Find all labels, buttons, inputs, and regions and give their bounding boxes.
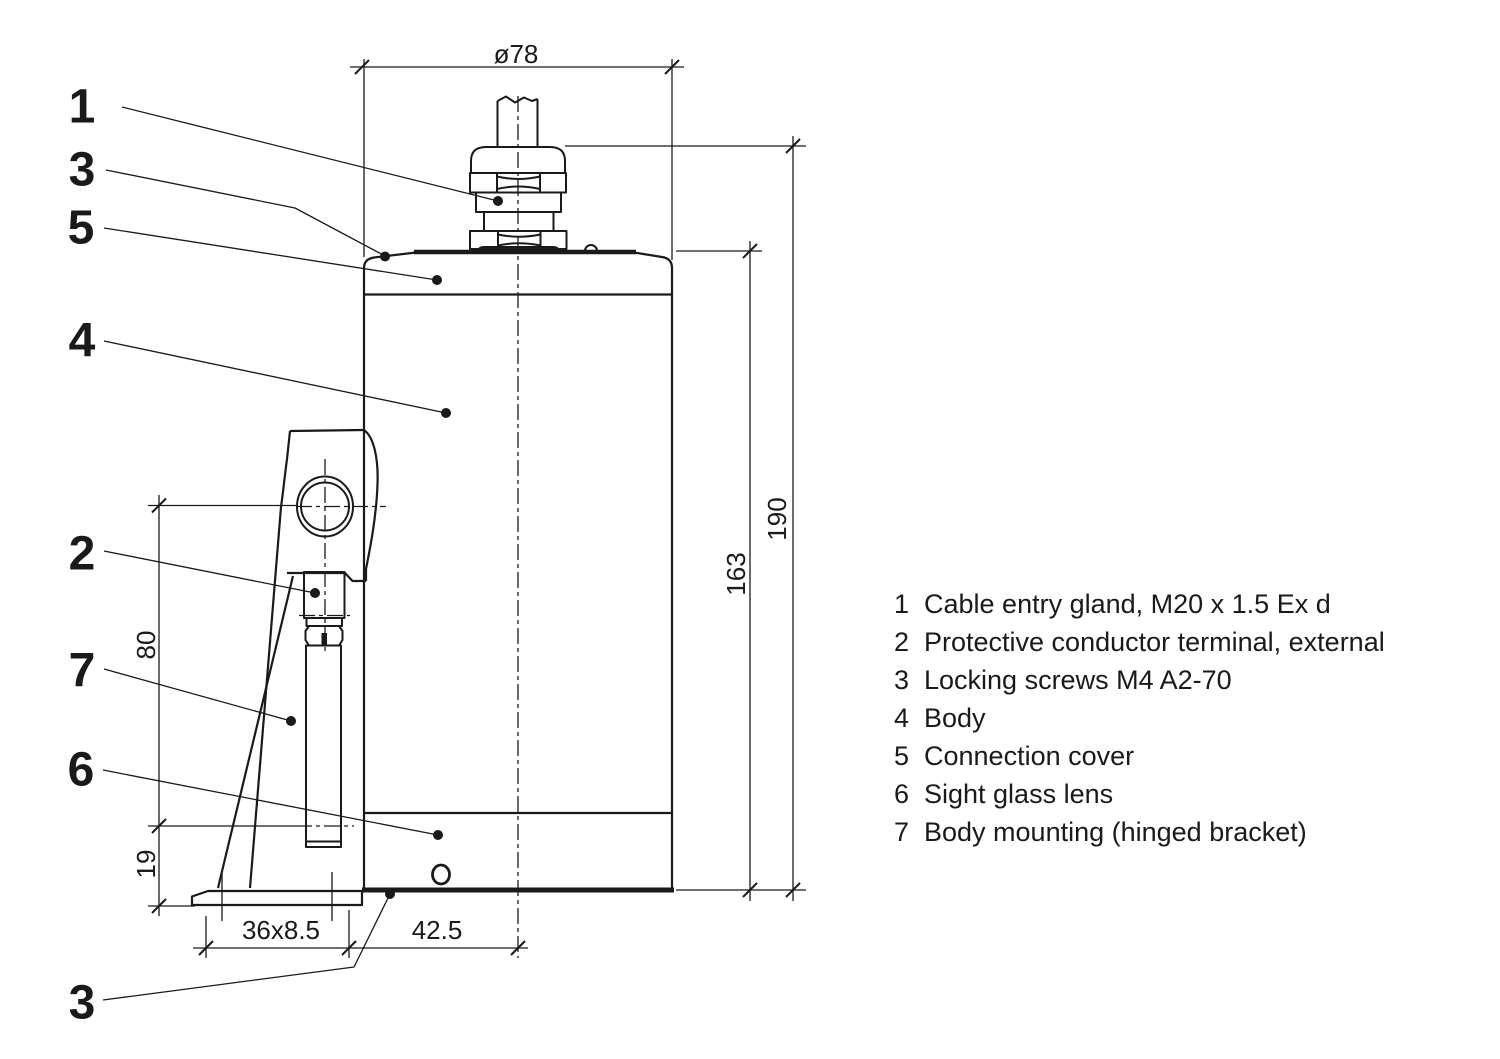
bottom-screw-circle bbox=[431, 863, 451, 886]
callout-4-body: 4 bbox=[69, 315, 96, 368]
legend-label-5: Connection cover bbox=[924, 741, 1134, 771]
bolt-washer bbox=[305, 617, 343, 627]
gland-top-nut bbox=[469, 172, 567, 194]
callout-labels: 1 3 5 4 2 7 6 3 bbox=[68, 81, 96, 1030]
hinge-hole-outer bbox=[296, 475, 354, 538]
gland-neck bbox=[483, 211, 555, 232]
leader-locking-screw-bottom bbox=[102, 893, 391, 1001]
gland-top-nut-facets bbox=[496, 173, 541, 193]
body-left-edge bbox=[362, 251, 417, 888]
body-right-edge bbox=[633, 251, 674, 888]
callout-7-body-mounting: 7 bbox=[69, 645, 96, 698]
bolt-head bbox=[303, 571, 346, 619]
gland-lower-nut bbox=[469, 230, 568, 250]
cable-gland bbox=[469, 95, 568, 252]
legend-label-1: Cable entry gland, M20 x 1.5 Ex d bbox=[924, 589, 1331, 619]
legend-label-2: Protective conductor terminal, external bbox=[924, 627, 1385, 657]
legend-num-2: 2 bbox=[894, 627, 909, 657]
leader-locking-screw-top bbox=[105, 169, 386, 257]
dim-label-diameter: ø78 bbox=[494, 39, 539, 69]
cable-break-line bbox=[497, 95, 538, 104]
legend-num-5: 5 bbox=[894, 741, 909, 771]
gland-lower-nut-facets bbox=[497, 231, 542, 249]
leader-dot-locking-screw-bottom bbox=[385, 889, 395, 899]
dim-label-19: 19 bbox=[131, 850, 161, 879]
callout-3-locking-screw-bottom: 3 bbox=[69, 977, 96, 1030]
leader-conductor-terminal bbox=[103, 550, 316, 594]
leader-body-mounting bbox=[103, 668, 292, 722]
dim-label-offset: 42.5 bbox=[412, 915, 463, 945]
leader-dot-locking-screw-top bbox=[380, 251, 390, 262]
terminal-bolt bbox=[303, 571, 346, 848]
base-plate-outline bbox=[190, 889, 364, 907]
bracket-plate-top-edge bbox=[289, 428, 365, 433]
legend-label-7: Body mounting (hinged bracket) bbox=[924, 817, 1307, 847]
bolt-rod bbox=[305, 644, 342, 848]
leader-dot-body-mounting bbox=[286, 716, 296, 726]
bracket-left-edge-and-arm bbox=[248, 430, 292, 889]
gland-dome bbox=[470, 146, 566, 173]
dim-label-80: 80 bbox=[131, 631, 161, 660]
leader-dot-cable-gland bbox=[493, 196, 503, 206]
leader-body bbox=[103, 340, 447, 414]
mounting-bracket bbox=[216, 428, 379, 889]
callout-2-conductor-terminal: 2 bbox=[69, 528, 96, 581]
leader-dot-sight-glass bbox=[433, 830, 443, 840]
legend-num-7: 7 bbox=[894, 817, 909, 847]
bolt-nut bbox=[304, 625, 344, 647]
bracket-arm-left-leg bbox=[216, 575, 295, 889]
legend-num-4: 4 bbox=[894, 703, 909, 733]
bolt-nut-slot bbox=[321, 633, 327, 646]
base-plate bbox=[190, 889, 364, 907]
bracket-plate-bottom-edge bbox=[287, 571, 366, 583]
legend: 1 Cable entry gland, M20 x 1.5 Ex d 2 Pr… bbox=[894, 589, 1385, 847]
legend-label-6: Sight glass lens bbox=[924, 779, 1113, 809]
leader-connection-cover bbox=[103, 227, 438, 281]
dimension-labels: ø78 190 163 80 19 36x8.5 42.5 bbox=[131, 39, 792, 945]
dim-label-slot: 36x8.5 bbox=[242, 915, 320, 945]
dimension-lines bbox=[148, 59, 806, 958]
callout-6-sight-glass: 6 bbox=[68, 744, 95, 797]
dimension-ticks bbox=[151, 59, 801, 956]
leader-dot-connection-cover bbox=[432, 275, 442, 285]
dim-label-190: 190 bbox=[762, 497, 792, 540]
legend-label-4: Body bbox=[924, 703, 986, 733]
legend-num-6: 6 bbox=[894, 779, 909, 809]
legend-num-3: 3 bbox=[894, 665, 909, 695]
legend-num-1: 1 bbox=[894, 589, 909, 619]
hinge-hole-inner bbox=[300, 481, 350, 532]
callout-5-connection-cover: 5 bbox=[68, 202, 95, 255]
callout-3-locking-screw-top: 3 bbox=[69, 144, 96, 197]
bracket-knuckle-bulge bbox=[363, 429, 379, 581]
cover-locking-screw-bump bbox=[584, 244, 598, 252]
callout-1-cable-gland: 1 bbox=[69, 81, 96, 134]
gland-base-washer bbox=[478, 246, 559, 252]
dim-label-163: 163 bbox=[721, 552, 751, 595]
legend-label-3: Locking screws M4 A2-70 bbox=[924, 665, 1232, 695]
leader-sight-glass bbox=[102, 769, 439, 836]
leader-dot-body bbox=[441, 408, 451, 418]
leader-dot-conductor-terminal bbox=[310, 588, 320, 598]
centerlines bbox=[296, 96, 519, 958]
leader-cable-gland bbox=[121, 106, 499, 202]
leader-lines bbox=[102, 106, 503, 1001]
gland-mid-section bbox=[475, 191, 562, 213]
